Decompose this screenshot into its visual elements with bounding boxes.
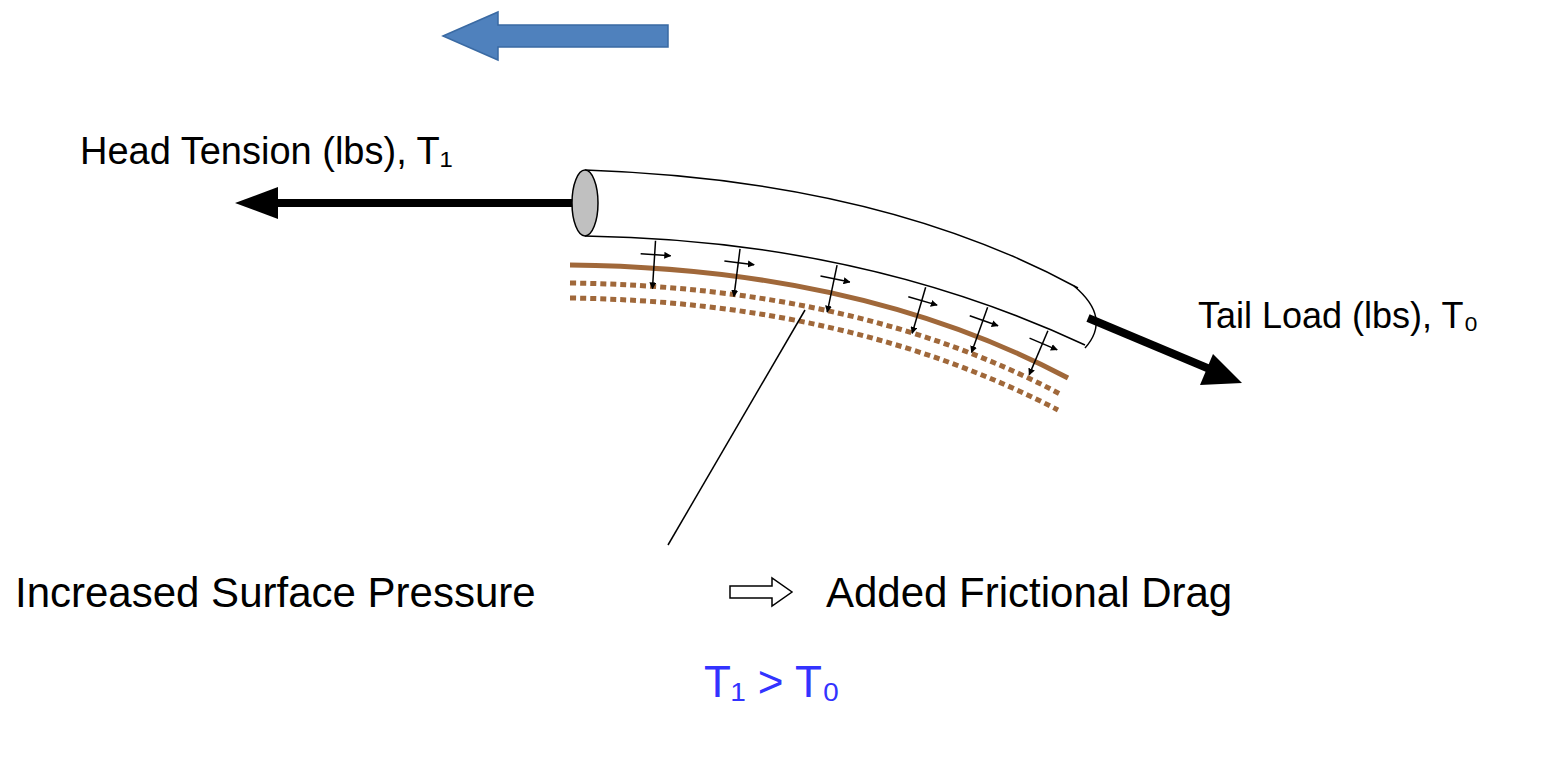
leader-line: [668, 310, 805, 545]
tail-load-arrowhead: [1200, 354, 1242, 385]
friction-force-arrow: [970, 316, 998, 326]
normal-force-arrow: [1029, 331, 1048, 375]
normal-force-arrow: [734, 249, 740, 297]
head-tension-arrow: [272, 199, 583, 207]
tail-load-label: Tail Load (lbs), T₀: [1198, 298, 1478, 334]
inequality-label: T₁ > T₀: [704, 660, 840, 704]
head-tension-arrowhead: [235, 187, 278, 219]
pressure-label: Increased Surface Pressure: [15, 572, 536, 614]
force-vectors: [641, 241, 1058, 375]
head-tension-label: Head Tension (lbs), T₁: [80, 132, 453, 170]
implies-arrow: [730, 578, 792, 606]
friction-force-arrow: [724, 261, 754, 265]
normal-force-arrow: [827, 265, 837, 312]
pull-direction-arrow: [443, 12, 668, 60]
cable-top-edge: [585, 170, 1078, 288]
tail-load-arrow: [1088, 318, 1212, 370]
duct-surface-dotted: [570, 298, 1058, 410]
friction-force-arrow: [908, 297, 937, 305]
normal-force-arrow: [972, 307, 988, 352]
friction-force-arrow: [641, 254, 671, 256]
friction-force-arrow: [821, 276, 850, 282]
cable-head-cap: [572, 170, 598, 236]
normal-force-arrow: [652, 241, 655, 289]
cable-bottom-edge: [585, 236, 1085, 345]
friction-force-arrow: [1030, 338, 1058, 350]
drag-label: Added Frictional Drag: [826, 572, 1232, 614]
normal-force-arrow: [912, 287, 925, 333]
